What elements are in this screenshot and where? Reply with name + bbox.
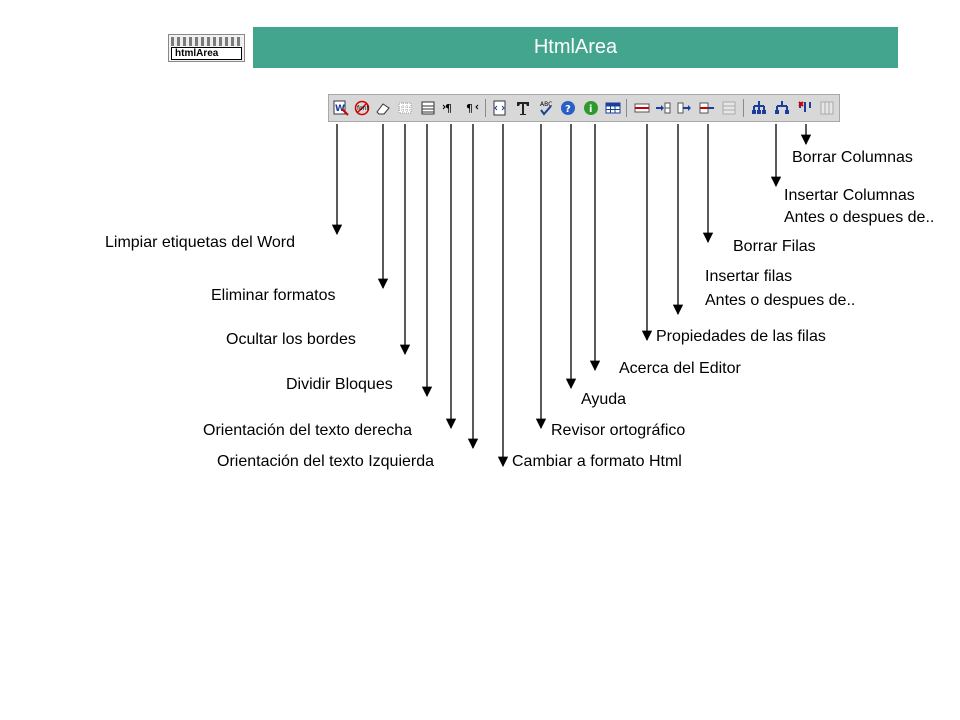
label-insertar-filas-2: Antes o despues de.. (705, 292, 856, 309)
label-eliminar-formatos: Eliminar formatos (211, 287, 336, 304)
label-dividir-bloques: Dividir Bloques (286, 376, 393, 393)
htmlarea-logo: htmlArea (168, 34, 245, 62)
label-acerca-editor: Acerca del Editor (619, 360, 741, 377)
toolbar-separator (485, 99, 486, 117)
remove-font-icon[interactable]: font (354, 100, 370, 116)
spellcheck-icon[interactable]: ABC (538, 100, 554, 116)
delete-col-icon[interactable] (797, 100, 813, 116)
label-orient-derecha: Orientación del texto derecha (203, 422, 413, 439)
svg-text:¶: ¶ (445, 102, 452, 115)
svg-text:W: W (335, 104, 345, 114)
insert-row-after-icon[interactable] (677, 100, 693, 116)
table-borders-icon[interactable] (397, 100, 413, 116)
svg-text:font: font (357, 105, 370, 112)
svg-text:ABC: ABC (540, 101, 552, 108)
row-properties-icon[interactable] (634, 100, 650, 116)
svg-text:?: ? (565, 104, 571, 115)
label-cambiar-html: Cambiar a formato Html (512, 453, 682, 470)
label-orient-izquierda: Orientación del texto Izquierda (217, 453, 435, 470)
font-t-icon[interactable] (515, 100, 531, 116)
table-icon[interactable] (605, 100, 621, 116)
word-clean-icon[interactable]: W (333, 100, 349, 116)
label-limpiar-word: Limpiar etiquetas del Word (105, 234, 296, 251)
label-propiedades-filas: Propiedades de las filas (656, 328, 826, 345)
insert-row-before-icon[interactable] (655, 100, 671, 116)
toolbar-separator (743, 99, 744, 117)
row-gray-icon[interactable] (721, 100, 737, 116)
label-revisor: Revisor ortográfico (551, 422, 686, 439)
svg-text:¶: ¶ (466, 102, 473, 115)
label-insertar-columnas-2: Antes o despues de.. (784, 209, 935, 226)
col-gray-icon[interactable] (819, 100, 835, 116)
html-source-icon[interactable] (492, 100, 508, 116)
help-icon[interactable]: ? (560, 100, 576, 116)
label-ayuda: Ayuda (581, 391, 627, 408)
split-blocks-icon[interactable] (420, 100, 436, 116)
label-borrar-filas: Borrar Filas (733, 238, 816, 255)
eraser-icon[interactable] (375, 100, 391, 116)
insert-col-before-icon[interactable] (751, 100, 767, 116)
logo-text: htmlArea (171, 47, 242, 60)
svg-text:i: i (589, 104, 592, 115)
logo-toolbar-strip (171, 37, 242, 46)
toolbar-separator (626, 99, 627, 117)
about-info-icon[interactable]: i (583, 100, 599, 116)
text-rtl-icon[interactable]: ¶ (464, 100, 480, 116)
label-insertar-columnas: Insertar Columnas (784, 187, 915, 204)
delete-row-icon[interactable] (699, 100, 715, 116)
label-ocultar-bordes: Ocultar los bordes (226, 331, 356, 348)
label-insertar-filas: Insertar filas (705, 268, 793, 285)
editor-toolbar: W font ¶ ¶ ABC ? i (328, 94, 840, 122)
insert-col-after-icon[interactable] (774, 100, 790, 116)
text-ltr-icon[interactable]: ¶ (442, 100, 458, 116)
label-borrar-columnas: Borrar Columnas (792, 149, 913, 166)
title-banner: HtmlArea (253, 27, 898, 68)
